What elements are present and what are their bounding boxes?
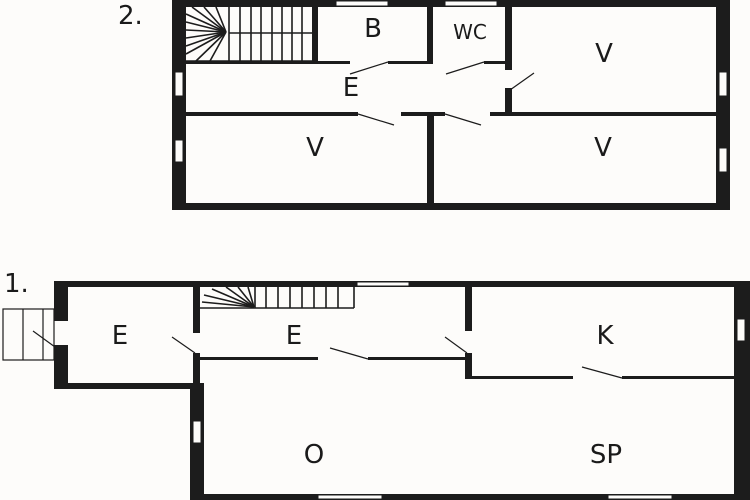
- room-label-dining: SP: [589, 440, 623, 470]
- door-swings: [349, 61, 535, 126]
- wall: [716, 0, 730, 210]
- door-swings: [32, 330, 623, 379]
- window: [174, 139, 184, 163]
- window: [718, 71, 728, 97]
- room-label-bedroom-1: V: [595, 39, 613, 69]
- staircase: [200, 286, 355, 309]
- floor-label-2: 2.: [118, 1, 143, 31]
- floor-label-1: 1.: [4, 269, 29, 299]
- window: [718, 147, 728, 173]
- room-label-living: O: [303, 440, 325, 470]
- window: [736, 318, 746, 342]
- window: [174, 71, 184, 97]
- room-label-entry: E: [111, 321, 129, 351]
- window: [356, 281, 410, 287]
- room-label-bedroom-2: V: [306, 133, 324, 163]
- wall: [172, 0, 186, 210]
- window: [317, 494, 383, 500]
- room-label-hallway-2: E: [342, 73, 360, 103]
- window: [607, 494, 673, 500]
- window: [444, 0, 498, 7]
- room-label-bedroom-3: V: [594, 133, 612, 163]
- room-label-hallway-1: E: [285, 321, 303, 351]
- window: [335, 0, 389, 7]
- staircase: [185, 6, 312, 62]
- room-label-kitchen: K: [596, 321, 614, 351]
- room-label-wc: WC: [453, 20, 487, 44]
- entry-steps: [2, 308, 55, 361]
- wall: [172, 203, 730, 210]
- room-label-bathroom: B: [364, 14, 382, 44]
- window: [192, 420, 202, 444]
